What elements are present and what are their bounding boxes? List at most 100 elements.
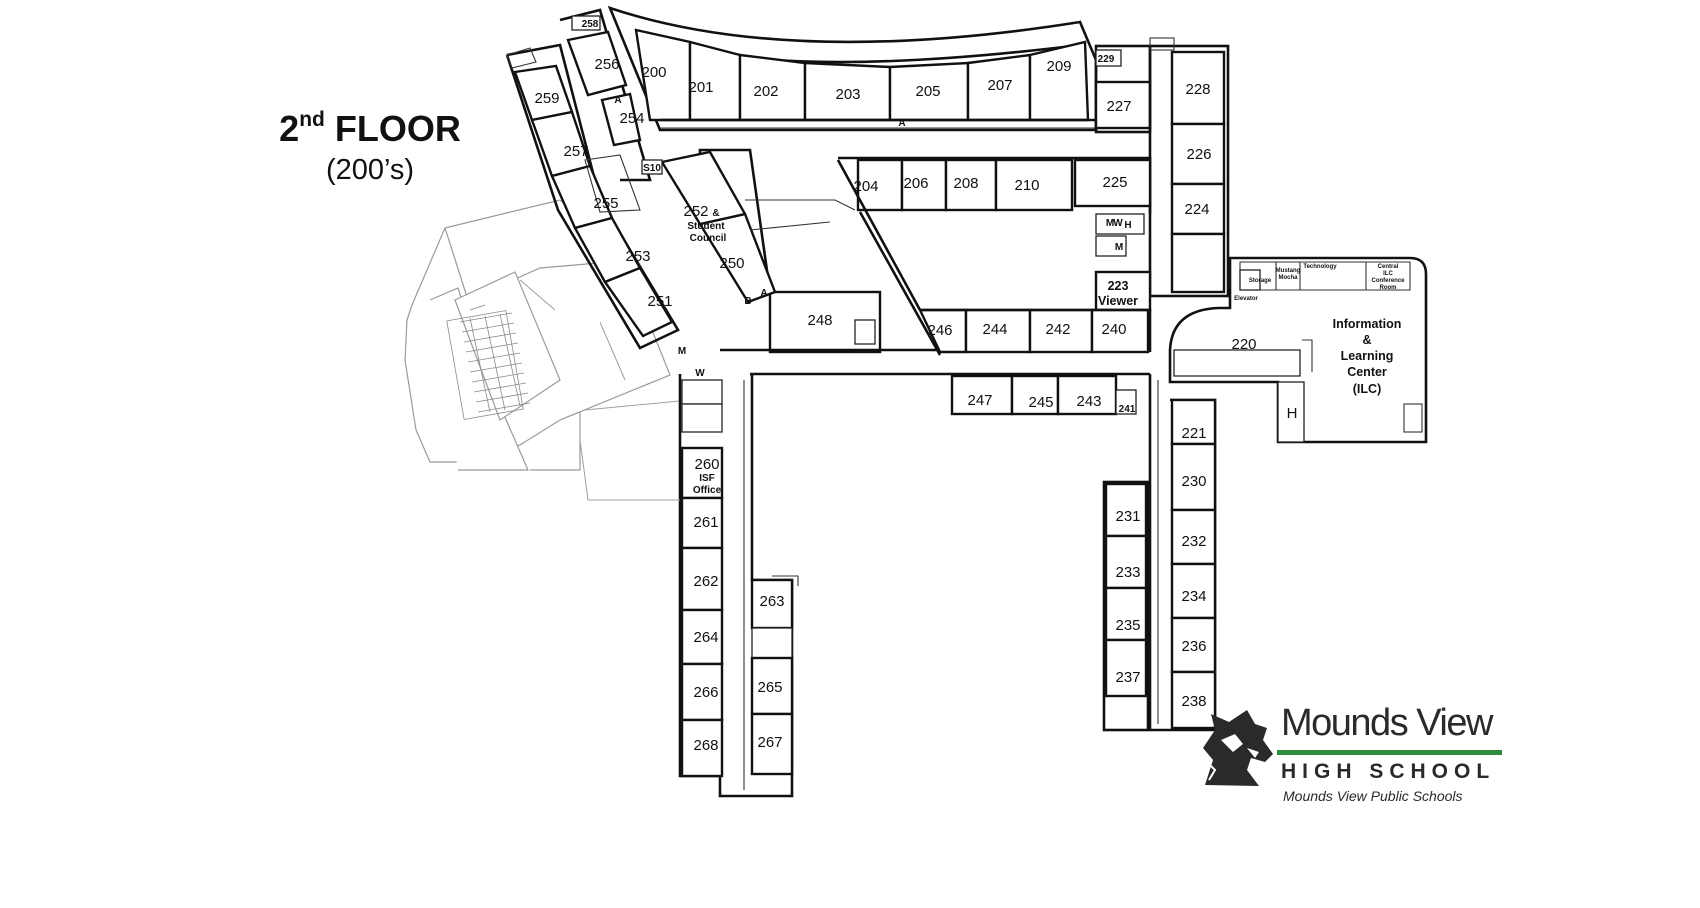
room-241[interactable] (1115, 389, 1137, 415)
label-223: 223 (1108, 279, 1129, 293)
room-206[interactable] (900, 158, 948, 212)
northeast-wing (1094, 37, 1230, 298)
label-room: Room (1380, 285, 1397, 291)
room-268[interactable] (680, 718, 724, 778)
label-storage: Storage (1249, 278, 1272, 284)
room-230[interactable] (1170, 442, 1217, 512)
label-mustang: Mustang (1276, 268, 1301, 274)
logo-school-name: Mounds View (1281, 702, 1493, 744)
room-223[interactable] (1094, 270, 1152, 312)
room-238[interactable] (1170, 670, 1217, 730)
marker-a-north: A (898, 118, 905, 129)
label-228: 228 (1185, 81, 1210, 98)
room-228[interactable] (1170, 50, 1226, 126)
room-s10[interactable] (641, 159, 663, 175)
label-ilc-small: ILC (1383, 271, 1393, 277)
label-224: 224 (1184, 201, 1209, 218)
label-252-student: Student (687, 221, 725, 232)
room-226[interactable] (1170, 122, 1226, 186)
label-232: 232 (1181, 533, 1206, 550)
school-logo: Mounds View HIGH SCHOOL Mounds View Publ… (1185, 700, 1515, 810)
room-244[interactable] (964, 308, 1032, 354)
marker-b-250: B (744, 296, 751, 307)
room-234[interactable] (1170, 562, 1217, 620)
label-205: 205 (915, 83, 940, 100)
label-253: 253 (625, 248, 650, 265)
room-208[interactable] (944, 158, 998, 212)
mustang-logo-icon (1203, 710, 1273, 786)
label-227: 227 (1106, 98, 1131, 115)
label-225: 225 (1102, 174, 1127, 191)
label-235: 235 (1115, 617, 1140, 634)
west-wing (505, 8, 680, 350)
label-236: 236 (1181, 638, 1206, 655)
room-262[interactable] (680, 546, 724, 612)
label-ilc-4: Center (1347, 365, 1387, 379)
room-240[interactable] (1090, 308, 1150, 354)
north-wing (607, 5, 1098, 132)
room-266[interactable] (680, 662, 724, 722)
label-243: 243 (1076, 393, 1101, 410)
label-208: 208 (953, 175, 978, 192)
label-s10: S10 (643, 163, 661, 174)
room-258[interactable] (571, 15, 601, 31)
facility-markers: A A A B W W H M M M H (614, 95, 1297, 422)
south-inner-row (750, 372, 1150, 416)
marker-h-ilc: H (1287, 405, 1298, 422)
room-232[interactable] (1170, 508, 1217, 566)
room-260[interactable] (680, 446, 724, 500)
room-225[interactable] (1073, 158, 1152, 208)
room-254[interactable] (600, 92, 642, 147)
floor-title: 2nd FLOOR (200’s) (270, 100, 470, 189)
label-234: 234 (1181, 588, 1206, 605)
room-251[interactable] (603, 266, 674, 338)
label-244: 244 (982, 321, 1007, 338)
label-210: 210 (1014, 177, 1039, 194)
label-220: 220 (1231, 336, 1256, 353)
room-220[interactable] (1173, 349, 1301, 377)
label-252-amp: & (712, 208, 719, 219)
label-255: 255 (593, 195, 618, 212)
label-ilc-3: Learning (1341, 349, 1394, 363)
label-247: 247 (967, 392, 992, 409)
label-229: 229 (1098, 54, 1115, 65)
room-242[interactable] (1028, 308, 1094, 354)
auditorium-seating (446, 310, 531, 420)
label-267: 267 (757, 734, 782, 751)
floor-subtitle: (200’s) (325, 154, 415, 186)
label-207: 207 (987, 77, 1012, 94)
room-229[interactable] (1095, 49, 1122, 67)
label-256: 256 (594, 56, 619, 73)
room-261[interactable] (680, 496, 724, 550)
label-221: 221 (1181, 425, 1206, 442)
label-ilc-5: (ILC) (1353, 382, 1381, 396)
label-252: 252 (683, 203, 708, 220)
label-245: 245 (1028, 394, 1053, 411)
room-209[interactable] (1028, 40, 1090, 122)
room-210[interactable] (994, 158, 1074, 212)
label-260-office: Office (693, 485, 722, 496)
room-235[interactable] (1104, 586, 1148, 642)
room-256[interactable] (566, 30, 628, 97)
room-233[interactable] (1104, 534, 1148, 590)
label-263: 263 (759, 593, 784, 610)
label-204: 204 (853, 178, 878, 195)
label-242: 242 (1045, 321, 1070, 338)
label-231: 231 (1115, 508, 1140, 525)
label-230: 230 (1181, 473, 1206, 490)
label-201: 201 (688, 79, 713, 96)
room-252[interactable] (660, 150, 747, 226)
room-237[interactable] (1104, 638, 1148, 698)
label-ilc-2: & (1362, 333, 1371, 347)
label-206: 206 (903, 175, 928, 192)
room-227[interactable] (1094, 80, 1152, 130)
label-ilc-1: Information (1333, 317, 1402, 331)
room-267[interactable] (750, 712, 794, 776)
room-247[interactable] (950, 374, 1014, 416)
inner-north-row (838, 156, 1152, 312)
room-264[interactable] (680, 608, 724, 666)
room-222 (1170, 232, 1226, 294)
label-262: 262 (693, 573, 718, 590)
label-254: 254 (619, 110, 644, 127)
